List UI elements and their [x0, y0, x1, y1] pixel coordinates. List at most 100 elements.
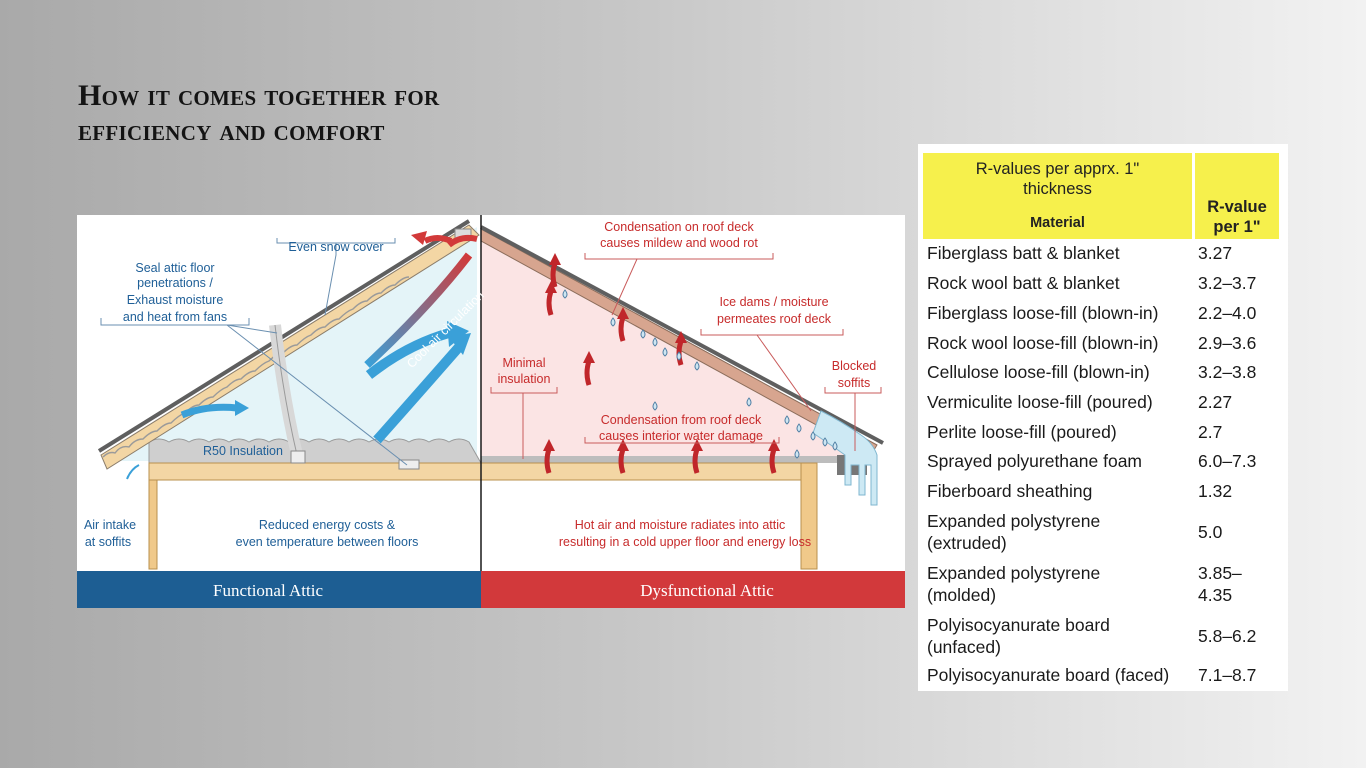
cool-air-arrowhead-upper	[449, 333, 471, 355]
water-drop	[794, 449, 800, 459]
hot-air-arrow	[692, 448, 700, 474]
r-value-text: 3.27	[1198, 243, 1233, 263]
water-drop	[796, 423, 802, 433]
water-drops	[562, 289, 838, 459]
hot-air-arrowhead	[549, 253, 561, 265]
r-value-text: 2.7	[1198, 422, 1223, 442]
condensation-interior-label-2: causes interior water damage	[599, 429, 763, 443]
r-value-cell: 3.2–3.7	[1198, 272, 1283, 294]
r-value-cell: 5.0	[1198, 521, 1283, 543]
water-drop	[822, 437, 828, 447]
even-snow-label: Even snow cover	[288, 240, 383, 254]
reduced-costs-label-2: even temperature between floors	[236, 535, 419, 549]
material-text: Fiberglass batt & blanket	[927, 243, 1120, 263]
material-cell: Cellulose loose-fill (blown-in)	[927, 361, 1192, 383]
header-left-title: R-values per apprx. 1" thickness	[923, 159, 1192, 199]
hot-air-arrow	[546, 290, 554, 316]
hot-air-label-1: Hot air and moisture radiates into attic	[575, 518, 786, 532]
blocked-soffits-label-2: soffits	[838, 376, 870, 390]
hot-air-arrow	[618, 316, 626, 342]
water-drop	[784, 415, 790, 425]
hot-air-arrowhead	[768, 439, 780, 451]
r-value-cell: 7.1–8.7	[1198, 664, 1283, 686]
material-cell: Rock wool batt & blanket	[927, 272, 1192, 294]
hot-air-arrowhead	[617, 307, 629, 319]
water-drop	[746, 397, 752, 407]
minimal-insulation-label-1: Minimal	[502, 356, 545, 370]
r-value-text: 2.9–3.6	[1198, 333, 1257, 353]
hot-air-arrow	[584, 360, 592, 386]
header-left-cell	[923, 153, 1192, 239]
water-drop	[652, 401, 658, 411]
water-drop	[676, 351, 682, 361]
material-text: Fiberglass loose-fill (blown-in)	[927, 303, 1159, 323]
r-value-cell: 2.9–3.6	[1198, 332, 1283, 354]
water-drop	[640, 329, 646, 339]
header-left-line-1: R-values per apprx. 1"	[975, 160, 1140, 178]
condensation-interior-label-1: Condensation from roof deck	[601, 413, 762, 427]
r-value-table: R-values per apprx. 1" thickness Materia…	[918, 144, 1288, 691]
hot-air-arrow	[550, 262, 558, 288]
r-value-cell: 3.85–4.35	[1198, 562, 1283, 606]
header-right-title: R-value per 1"	[1195, 197, 1279, 237]
material-cell: Rock wool loose-fill (blown-in)	[927, 332, 1192, 354]
hot-air-arrow	[618, 448, 626, 474]
r-value-text-line-2: 4.35	[1198, 585, 1233, 605]
material-cell: Polyisocyanurate board (faced)	[927, 664, 1192, 686]
material-text: Polyisocyanurate board (faced)	[927, 665, 1170, 685]
material-cell: Sprayed polyurethane foam	[927, 450, 1192, 472]
hot-air-arrows	[543, 253, 780, 474]
hot-air-arrowhead	[675, 331, 687, 343]
material-text: Expanded polystyrene	[927, 563, 1101, 583]
left-roof-shingles	[97, 219, 471, 453]
material-cell: Vermiculite loose-fill (poured)	[927, 391, 1192, 413]
blocked-soffits-label-1: Blocked	[832, 359, 877, 373]
functional-attic-footer	[77, 571, 481, 608]
water-drop	[810, 431, 816, 441]
water-drop	[832, 441, 838, 451]
slide-title: How it comes together for efficiency and…	[78, 78, 598, 148]
header-right-line-2: per 1"	[1213, 218, 1261, 236]
material-text-line-2: (molded)	[927, 585, 997, 605]
cool-air-arrow-upper	[373, 343, 463, 444]
r-value-text: 5.8–6.2	[1198, 626, 1257, 646]
hot-air-arrow	[544, 448, 552, 474]
r-value-text: 2.27	[1198, 392, 1233, 412]
soffit-air-arrowhead	[235, 400, 249, 416]
ice-dams-label-1: Ice dams / moisture	[719, 295, 828, 309]
material-cell: Expanded polystyrene(molded)	[927, 562, 1192, 606]
r-value-text: 6.0–7.3	[1198, 451, 1257, 471]
right-wall	[800, 462, 818, 570]
r-value-cell: 2.27	[1198, 391, 1283, 413]
right-ceiling-joist	[480, 462, 818, 481]
condensation-deck-label-2: causes mildew and wood rot	[600, 236, 758, 250]
r-value-text: 5.0	[1198, 522, 1223, 542]
dysfunctional-attic-footer	[481, 571, 905, 608]
material-cell: Polyisocyanurate board(unfaced)	[927, 614, 1192, 658]
minimal-insulation-layer	[481, 456, 867, 463]
r-value-cell: 5.8–6.2	[1198, 625, 1283, 647]
floor-penetration-seal	[398, 459, 420, 470]
exhaust-air-arrow	[447, 234, 478, 248]
r-value-cell: 3.27	[1198, 242, 1283, 264]
header-right-cell	[1195, 153, 1279, 239]
air-intake-label-1: Air intake	[84, 518, 136, 532]
water-drop	[652, 337, 658, 347]
cool-air-circulation-arrow	[364, 252, 473, 368]
soffit-air-arrow	[180, 403, 238, 419]
exhaust-air-arrowhead	[411, 231, 427, 245]
r50-insulation-layer	[148, 438, 482, 464]
hot-air-arrowhead	[691, 439, 703, 451]
exhaust-duct-outline	[274, 324, 298, 456]
material-text: Perlite loose-fill (poured)	[927, 422, 1117, 442]
seal-label-3: Exhaust moisture	[127, 293, 224, 307]
r-value-text: 1.32	[1198, 481, 1233, 501]
material-text-line-2: (unfaced)	[927, 637, 1001, 657]
hot-air-arrow	[769, 448, 777, 474]
r-value-table-header: R-values per apprx. 1" thickness Materia…	[923, 153, 1279, 239]
r-value-text: 2.2–4.0	[1198, 303, 1257, 323]
attic-diagram: Even snow cover Seal attic floor penetra…	[77, 215, 905, 608]
title-line-1: How it comes together for	[78, 79, 440, 112]
material-text: Fiberboard sheathing	[927, 481, 1093, 501]
hot-air-arrowhead	[543, 439, 555, 451]
